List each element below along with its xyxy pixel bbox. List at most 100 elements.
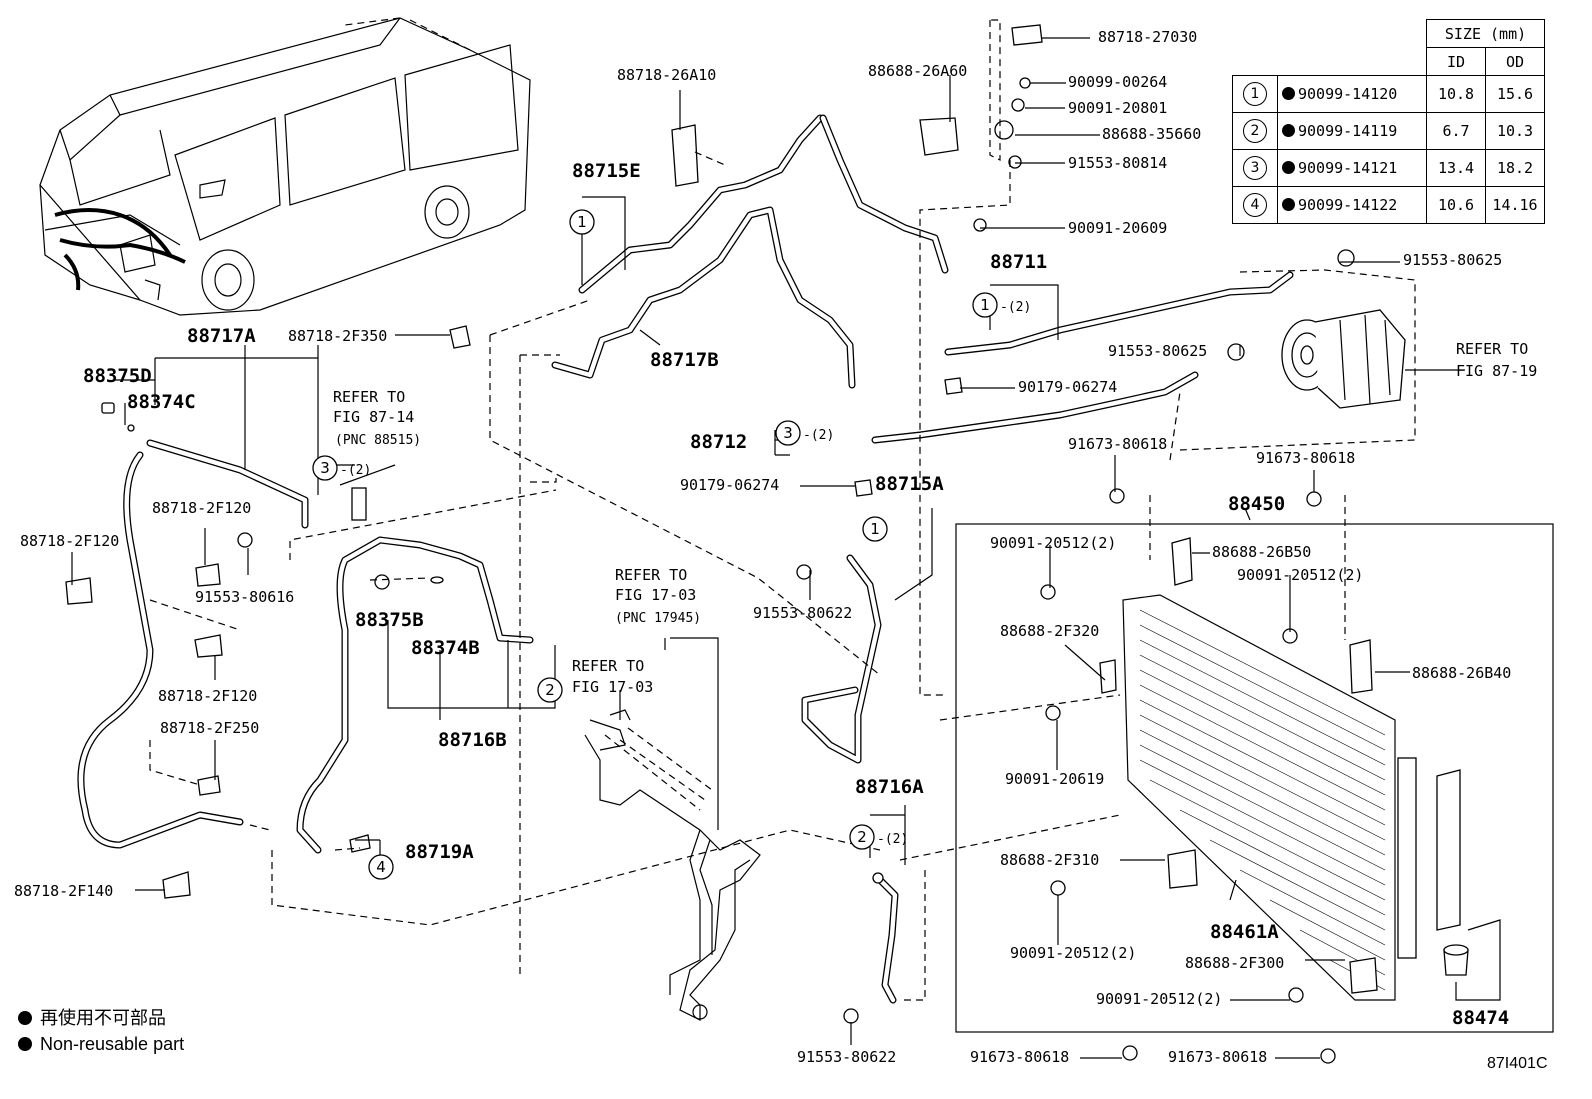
label-90091-20512: 90091-20512(2) xyxy=(990,534,1116,552)
non-reusable-dot-icon xyxy=(18,1011,32,1025)
non-reusable-dot-icon xyxy=(1282,198,1295,211)
label-88711: 88711 xyxy=(990,251,1047,273)
label-88718-2F350: 88718-2F350 xyxy=(288,327,387,345)
inner-diameter: 13.4 xyxy=(1426,149,1486,187)
label-90179-06274: 90179-06274 xyxy=(680,476,779,494)
label-88688-2F310: 88688-2F310 xyxy=(1000,851,1099,869)
table-row: 2 90099-14119 6.7 10.3 xyxy=(1232,112,1545,150)
refer-fig-87-19: FIG 87-19 xyxy=(1456,362,1537,380)
refer-pnc-88515: (PNC 88515) xyxy=(335,433,421,448)
svg-text:3: 3 xyxy=(320,459,330,477)
pipe-88715A xyxy=(801,554,882,764)
label-91673-80618: 91673-80618 xyxy=(1168,1048,1267,1066)
label-91673-80618: 91673-80618 xyxy=(970,1048,1069,1066)
pipe-88716A xyxy=(876,876,899,1004)
pipe-88716B-long xyxy=(77,451,244,849)
small-parts xyxy=(65,24,1378,1064)
circle-3-88712: 3 xyxy=(775,420,801,446)
svg-text:2: 2 xyxy=(545,681,555,699)
non-reusable-dot-icon xyxy=(18,1037,32,1051)
label-88715E: 88715E xyxy=(572,160,641,182)
circle-marks: 1 3 -(2) 2 4 1 -(2) 3 -(2) 1 2 -(2) xyxy=(312,209,1031,880)
body-bracket xyxy=(584,709,761,1021)
o-ring-part-number: 90099-14122 xyxy=(1298,196,1398,214)
circle-2-88716A: 2 xyxy=(849,824,875,850)
refer-pnc-17945: (PNC 17945) xyxy=(615,611,701,626)
col-id-header: ID xyxy=(1426,47,1486,76)
refer-fig-87-14: FIG 87-14 xyxy=(333,408,414,426)
label-88718-2F120: 88718-2F120 xyxy=(20,532,119,550)
qty-88716A: -(2) xyxy=(877,832,908,847)
circle-number: 4 xyxy=(1243,193,1267,217)
inner-diameter: 10.8 xyxy=(1426,75,1486,113)
non-reusable-dot-icon xyxy=(1282,124,1295,137)
svg-text:1: 1 xyxy=(577,213,587,231)
van-illustration xyxy=(39,17,531,316)
pipe-88716B xyxy=(296,536,534,854)
legend-text-en: Non-reusable part xyxy=(40,1034,185,1054)
svg-text:4: 4 xyxy=(376,858,386,876)
circle-1-88715A: 1 xyxy=(862,516,888,542)
refer-fig-17-03: FIG 17-03 xyxy=(572,678,653,696)
label-91673-80618: 91673-80618 xyxy=(1068,435,1167,453)
label-88688-26B50: 88688-26B50 xyxy=(1212,543,1311,561)
legend-row-en: Non-reusable part xyxy=(18,1031,184,1057)
circle-number: 2 xyxy=(1243,119,1267,143)
label-91553-80622: 91553-80622 xyxy=(753,604,852,622)
label-88461A: 88461A xyxy=(1210,921,1279,943)
dashed-guides xyxy=(149,19,1416,1001)
o-ring-part-number: 90099-14121 xyxy=(1298,159,1398,177)
label-88374B: 88374B xyxy=(411,637,480,659)
part-labels: 88717A 88375D 88374C 88718-2F120 88718-2… xyxy=(14,28,1537,1066)
circle-2-88716B: 2 xyxy=(537,677,563,703)
label-88718-26A10: 88718-26A10 xyxy=(617,66,716,84)
circle-3-88717A: 3 xyxy=(312,455,338,481)
refer-to-text: REFER TO xyxy=(333,388,405,406)
refer-fig-17-03: FIG 17-03 xyxy=(615,586,696,604)
o-ring-part-number: 90099-14119 xyxy=(1298,122,1398,140)
non-reusable-dot-icon xyxy=(1282,161,1295,174)
label-88375D: 88375D xyxy=(83,365,152,387)
label-90091-20512: 90091-20512(2) xyxy=(1010,944,1136,962)
pipe-88711 xyxy=(944,271,1294,356)
label-88718-2F120: 88718-2F120 xyxy=(152,499,251,517)
o-ring-part-number: 90099-14120 xyxy=(1298,85,1398,103)
label-90091-20619: 90091-20619 xyxy=(1005,770,1104,788)
refer-to-text: REFER TO xyxy=(1456,340,1528,358)
pipe-88715E xyxy=(578,114,824,294)
svg-text:1: 1 xyxy=(980,296,990,314)
svg-text:3: 3 xyxy=(783,424,793,442)
label-88717B: 88717B xyxy=(650,349,719,371)
label-90091-20609: 90091-20609 xyxy=(1068,219,1167,237)
label-88718-2F120: 88718-2F120 xyxy=(158,687,257,705)
label-88688-2F320: 88688-2F320 xyxy=(1000,622,1099,640)
circle-4-88719A: 4 xyxy=(368,854,394,880)
label-88715A: 88715A xyxy=(875,473,944,495)
label-88688-26B40: 88688-26B40 xyxy=(1412,664,1511,682)
legend-row-jp: 再使用不可部品 xyxy=(18,1005,184,1031)
label-88716B: 88716B xyxy=(438,729,507,751)
outer-diameter: 10.3 xyxy=(1485,112,1545,150)
label-88375B: 88375B xyxy=(355,609,424,631)
qty-88712: -(2) xyxy=(803,428,834,443)
label-88374C: 88374C xyxy=(127,391,196,413)
table-row: 3 90099-14121 13.4 18.2 xyxy=(1232,149,1545,187)
label-88718-27030: 88718-27030 xyxy=(1098,28,1197,46)
non-reusable-dot-icon xyxy=(1282,87,1295,100)
label-88717A: 88717A xyxy=(187,325,256,347)
refer-to-text: REFER TO xyxy=(615,566,687,584)
table-row: 1 90099-14120 10.8 15.6 xyxy=(1232,75,1545,113)
inner-diameter: 10.6 xyxy=(1426,186,1486,224)
col-od-header: OD xyxy=(1485,47,1545,76)
svg-text:1: 1 xyxy=(870,520,880,538)
label-91553-80625: 91553-80625 xyxy=(1403,251,1502,269)
label-90091-20801: 90091-20801 xyxy=(1068,99,1167,117)
outer-diameter: 18.2 xyxy=(1485,149,1545,187)
label-90179-06274: 90179-06274 xyxy=(1018,378,1117,396)
label-91673-80618: 91673-80618 xyxy=(1256,449,1355,467)
condenser-88461A xyxy=(955,523,1554,1033)
label-91553-80616: 91553-80616 xyxy=(195,588,294,606)
table-row: 4 90099-14122 10.6 14.16 xyxy=(1232,186,1545,224)
label-88450: 88450 xyxy=(1228,493,1285,515)
